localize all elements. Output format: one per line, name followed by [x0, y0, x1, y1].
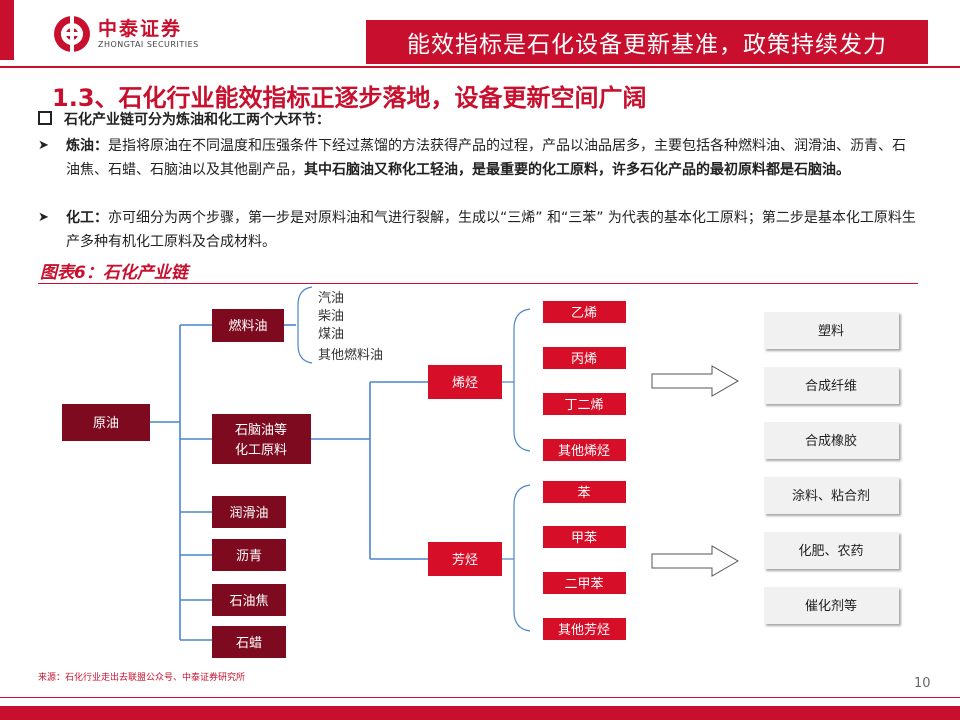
aromatic-bracket — [513, 484, 531, 632]
fuel-products-bracket — [297, 286, 313, 364]
node-ethylene-label: 乙烯 — [571, 306, 597, 321]
node-catalysts-label: 催化剂等 — [805, 598, 857, 614]
page-number: 10 — [914, 676, 931, 691]
node-fertilizer-pesticide-label: 化肥、农药 — [798, 544, 863, 559]
bullet-text: 化工：亦可细分为两个步骤，第一步是对原料油和气进行裂解，生成以“三烯” 和“三苯… — [66, 206, 918, 254]
node-fertilizer-pesticide — [764, 532, 899, 569]
node-lubricant-label: 润滑油 — [229, 506, 268, 521]
olefin-bracket — [513, 308, 531, 452]
sub-heading: 石化产业链可分为炼油和化工两个大环节： — [38, 109, 330, 129]
node-coatings-adhesives — [764, 477, 899, 514]
footer-bar — [0, 706, 960, 720]
bullet-body: 亦可细分为两个步骤，第一步是对原料油和气进行裂解，生成以“三烯” 和“三苯” 为… — [66, 210, 916, 250]
header-left-strip — [0, 0, 14, 60]
node-naphtha-label-line1: 石脑油等 — [235, 422, 287, 438]
flow-arrow-icon — [651, 365, 740, 397]
node-crude-oil — [62, 404, 150, 441]
bullet-chemical: ➤ 化工：亦可细分为两个步骤，第一步是对原料油和气进行裂解，生成以“三烯” 和“… — [38, 206, 918, 254]
bullet-body: 是指将原油在不同温度和压强条件下经过蒸馏的方法获得产品的过程，产品以油品居多，主… — [66, 138, 906, 178]
node-petroleum-coke-label: 石油焦 — [229, 594, 268, 609]
fuel-product-label: 煤油 — [318, 327, 344, 342]
node-paraffin-label: 石蜡 — [236, 636, 262, 651]
node-asphalt-label: 沥青 — [236, 549, 262, 564]
industry-chain-diagram: 原油 燃料油 汽油 柴油 煤油 其他燃料油 石脑油等 化工原料 润滑油 沥青 石… — [62, 286, 899, 658]
node-other-aromatics-label: 其他芳烃 — [558, 623, 610, 638]
node-benzene — [543, 481, 626, 503]
node-butadiene — [543, 393, 626, 415]
node-naphtha — [212, 414, 311, 464]
fuel-product-label: 汽油 — [318, 291, 344, 306]
header-banner: 能效指标是石化设备更新基准，政策持续发力 — [366, 20, 928, 64]
node-synthetic-fiber — [764, 367, 899, 404]
logo-name: 中泰证券 — [98, 18, 183, 40]
node-propylene — [543, 347, 626, 369]
node-ethylene — [543, 301, 626, 323]
bullet-arrow-icon: ➤ — [38, 138, 49, 153]
bullet-refining: ➤ 炼油：是指将原油在不同温度和压强条件下经过蒸馏的方法获得产品的过程，产品以油… — [38, 134, 918, 182]
sub-heading-text: 石化产业链可分为炼油和化工两个大环节： — [64, 112, 330, 128]
node-petroleum-coke — [212, 584, 286, 616]
source-note: 来源：石化行业走出去联盟公众号、中泰证券研究所 — [38, 673, 246, 683]
node-other-olefins — [543, 439, 626, 461]
bullet-text: 炼油：是指将原油在不同温度和压强条件下经过蒸馏的方法获得产品的过程，产品以油品居… — [66, 134, 918, 182]
node-olefins-label: 烯烃 — [452, 376, 478, 391]
node-catalysts — [764, 587, 899, 624]
section-title: 1.3、石化行业能效指标正逐步落地，设备更新空间广阔 — [52, 84, 647, 112]
company-logo: 中泰证券 ZHONGTAI SECURITIES — [52, 14, 232, 56]
header-divider — [0, 66, 960, 68]
node-xylene-label: 二甲苯 — [564, 577, 603, 592]
fuel-product-label: 柴油 — [318, 309, 344, 324]
node-plastics — [764, 312, 899, 349]
node-other-olefins-label: 其他烯烃 — [558, 444, 610, 459]
node-coatings-adhesives-label: 涂料、粘合剂 — [792, 488, 870, 504]
node-butadiene-label: 丁二烯 — [564, 398, 603, 413]
bullet-label: 炼油： — [66, 138, 108, 154]
connector-lines — [150, 324, 428, 641]
flow-arrow-icon — [651, 545, 740, 577]
node-naphtha-label-line2: 化工原料 — [235, 443, 287, 458]
logo-icon — [54, 16, 90, 52]
bullet-arrow-icon: ➤ — [38, 210, 49, 225]
node-other-aromatics — [543, 618, 626, 640]
figure-title: 图表6：石化产业链 — [40, 263, 188, 283]
node-fuel-oil-label: 燃料油 — [228, 318, 267, 334]
node-asphalt — [212, 539, 286, 571]
node-toluene-label: 甲苯 — [571, 531, 597, 546]
node-olefins — [428, 365, 502, 399]
fuel-product-label: 其他燃料油 — [318, 347, 383, 363]
node-paraffin — [212, 626, 286, 658]
checkbox-square-icon — [38, 111, 52, 125]
node-benzene-label: 苯 — [577, 486, 590, 501]
node-propylene-label: 丙烯 — [571, 352, 597, 367]
node-synthetic-rubber-label: 合成橡胶 — [805, 433, 857, 449]
node-aromatics — [428, 542, 502, 576]
node-xylene — [543, 572, 626, 594]
footer-divider — [0, 697, 960, 698]
node-lubricant — [212, 496, 286, 528]
node-aromatics-label: 芳烃 — [452, 553, 478, 568]
node-toluene — [543, 526, 626, 548]
node-synthetic-rubber — [764, 422, 899, 459]
bullet-label: 化工： — [66, 210, 108, 226]
node-synthetic-fiber-label: 合成纤维 — [805, 379, 857, 394]
figure-divider — [38, 283, 918, 284]
node-crude-oil-label: 原油 — [93, 416, 119, 431]
bullet-emphasis: 其中石脑油又称化工轻油，是最重要的化工原料，许多石化产品的最初原料都是石脑油。 — [304, 162, 850, 178]
node-fuel-oil — [212, 309, 284, 342]
node-plastics-label: 塑料 — [818, 324, 844, 339]
logo-subtitle: ZHONGTAI SECURITIES — [98, 40, 199, 49]
